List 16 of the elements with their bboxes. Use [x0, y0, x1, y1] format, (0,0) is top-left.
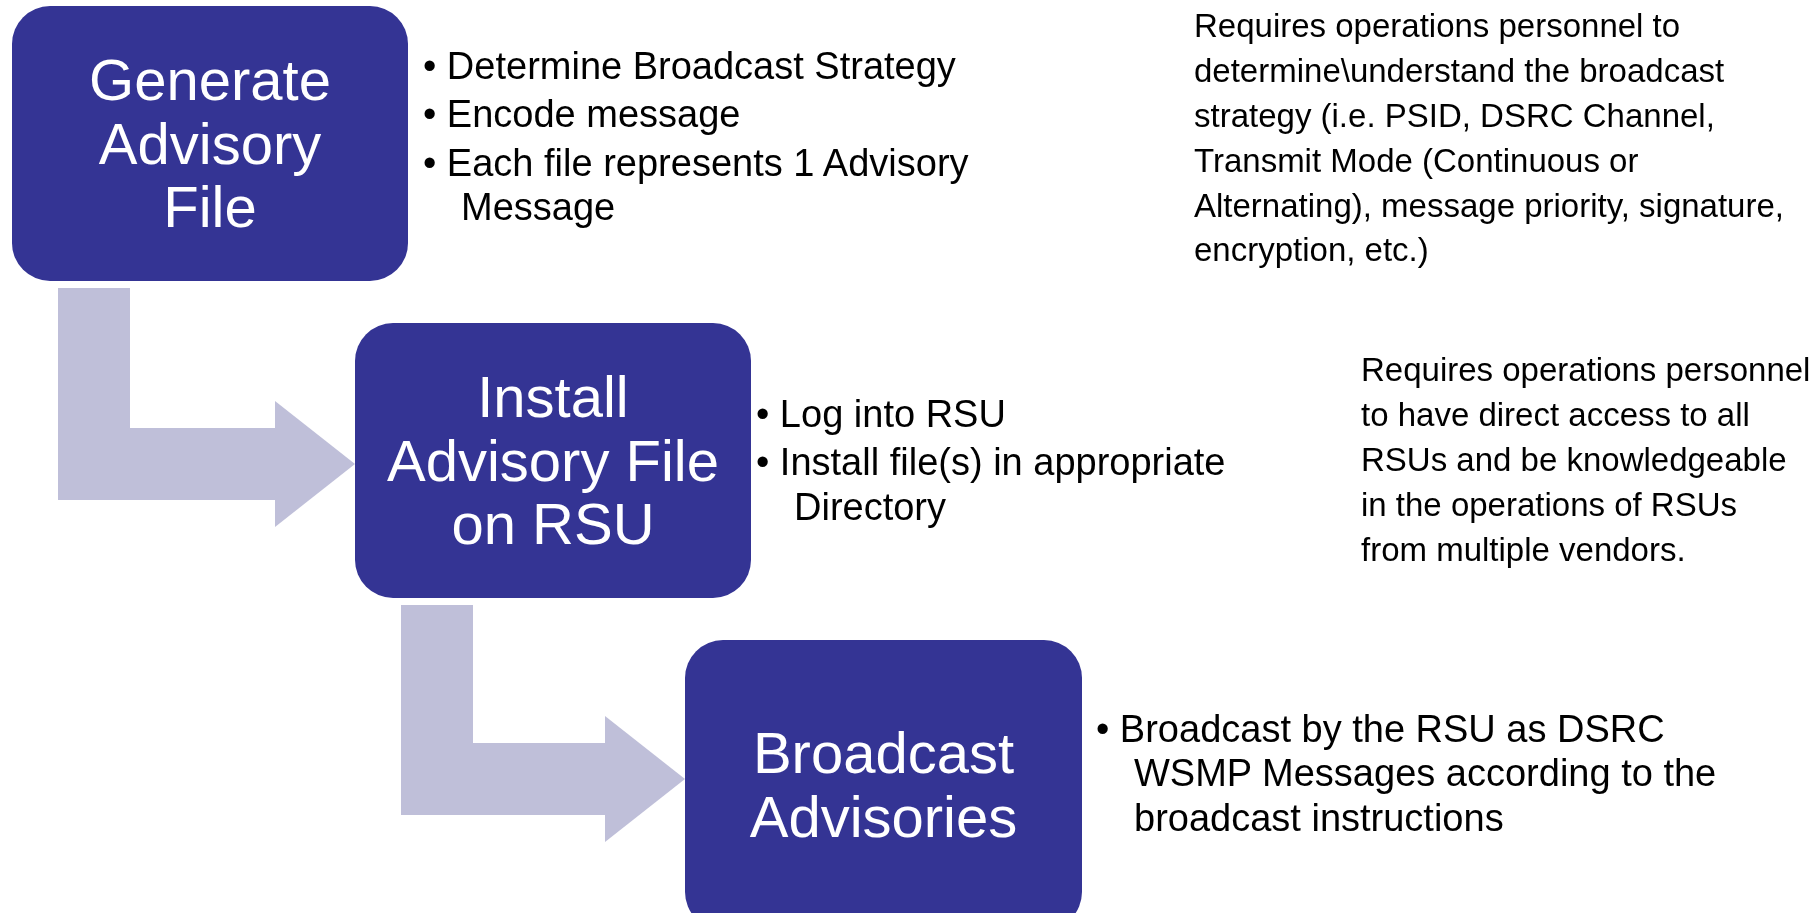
note-text: Requires operations personnel to have direct access to all RSUs and be knowledgeable in the operations of RSUs from multiple vendors.	[1361, 350, 1811, 570]
bent-arrow	[58, 288, 355, 527]
process-box	[685, 640, 1082, 913]
process-box	[12, 6, 408, 281]
bullet-item: • Log into RSU	[756, 392, 1007, 437]
bent-arrow	[401, 605, 685, 842]
bullet-item: • Install file(s) in appropriate Directory	[756, 440, 1227, 530]
step-title: Broadcast Advisories	[748, 721, 1019, 849]
bullet-item: • Determine Broadcast Strategy	[423, 44, 957, 89]
bullet-item: • Broadcast by the RSU as DSRC WSMP Messages according to the broadcast instructions	[1096, 707, 1718, 841]
bullet-item: • Each file represents 1 Advisory Message	[423, 140, 970, 230]
note-text: Requires operations personnel to determine\understand the broadcast strategy (i.e. PSID, DSRC Channel, Transmit Mode (Continuous or Alternating), message priority, signature, encryption, etc.)	[1194, 6, 1785, 271]
process-box	[355, 323, 751, 598]
bullet-item: • Encode message	[423, 92, 742, 137]
step-title: Generate Advisory File	[88, 47, 332, 240]
step-title: Install Advisory File on RSU	[386, 364, 720, 557]
